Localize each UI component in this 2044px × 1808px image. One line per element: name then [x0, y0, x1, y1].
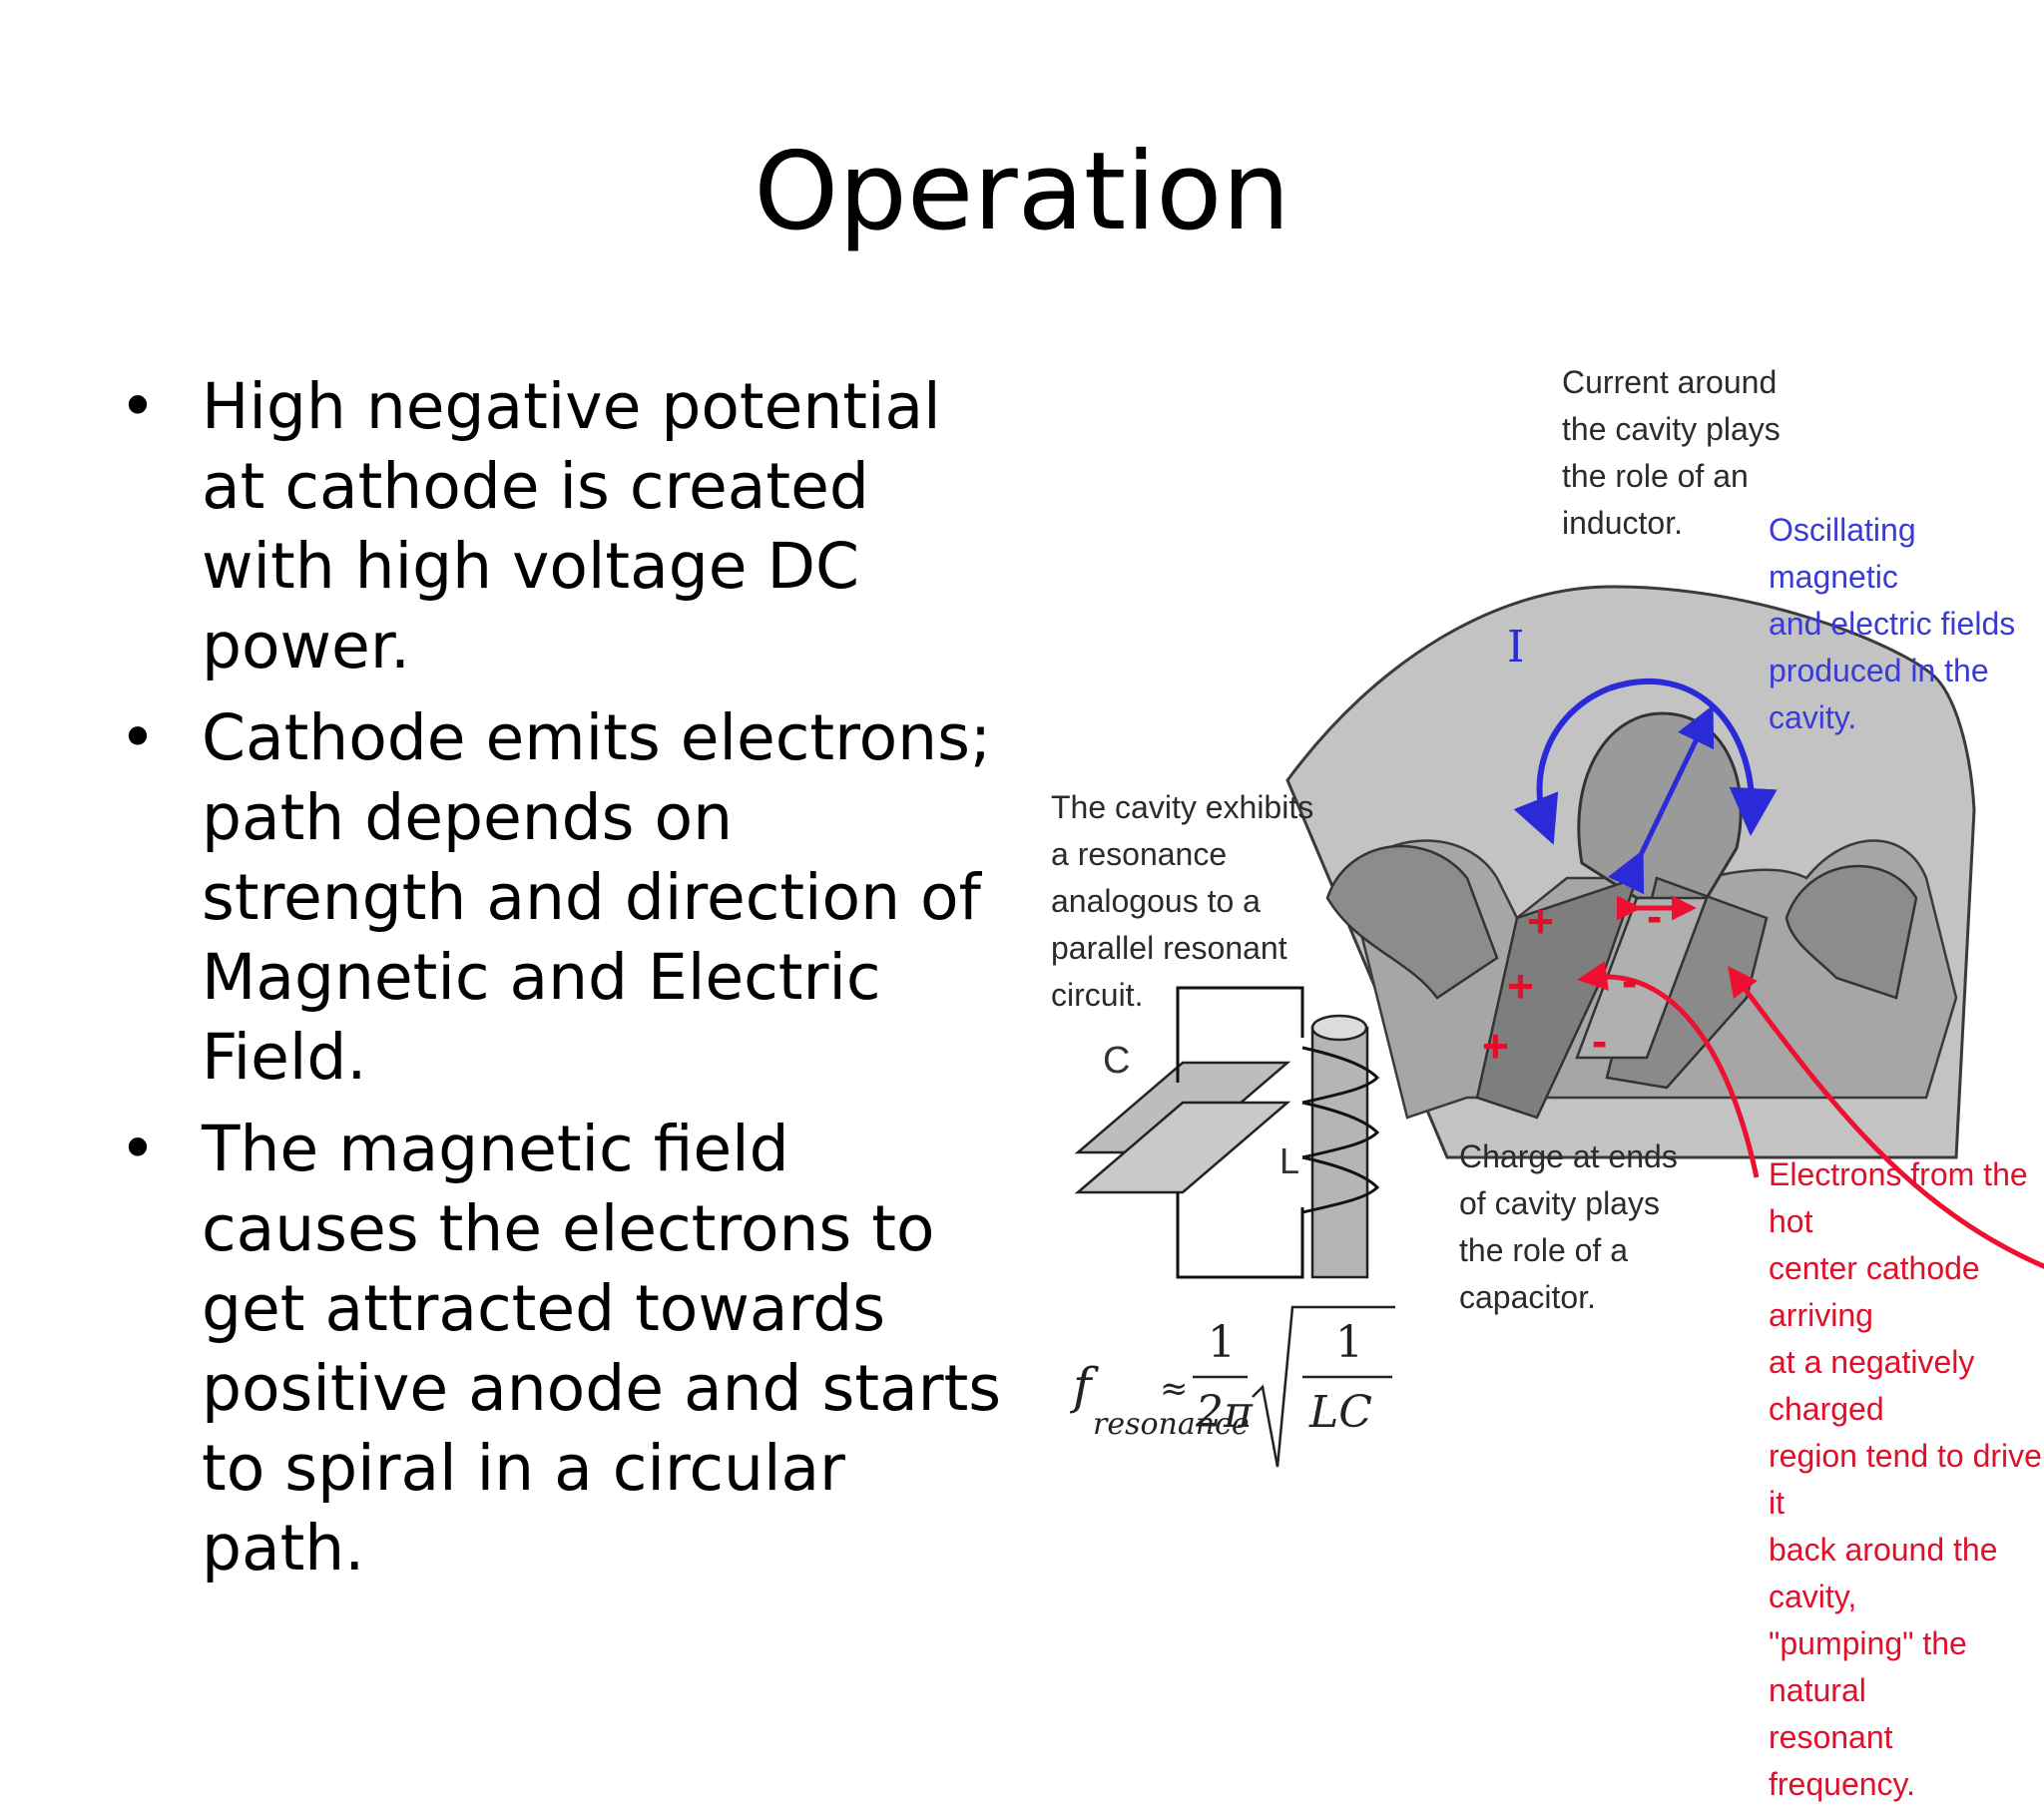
bullet-item: • High negative potential at cathode is … — [118, 367, 1016, 686]
right-scallop — [1785, 864, 1918, 1000]
bullet-text: High negative potential at cathode is cr… — [202, 370, 941, 682]
slide-title: Operation — [754, 130, 1290, 254]
field-double-arrow — [1608, 704, 1715, 895]
bullet-marker: • — [119, 370, 157, 443]
formula-approx: ≈ — [1160, 1369, 1189, 1409]
minus-sign: - — [1622, 955, 1638, 1007]
capacitor-symbol: C — [1103, 1040, 1131, 1082]
left-scallop — [1325, 844, 1499, 1000]
circuit-wire — [1176, 986, 1304, 1279]
formula-subscript: resonance — [1093, 1407, 1250, 1442]
cavity-note: The cavity exhibits a resonance analogou… — [1051, 789, 1314, 1013]
capacitor-plate-bottom — [1074, 1101, 1291, 1194]
bullet-text: The magnetic field causes the electrons … — [202, 1113, 1002, 1584]
charge-note: Charge at ends of cavity plays the role … — [1459, 1138, 1678, 1315]
current-arc-right — [1608, 678, 1778, 836]
fields-note: Oscillating magnetic and electric fields… — [1769, 512, 2016, 735]
formula-f: f — [1073, 1357, 1092, 1415]
minus-sign: - — [1592, 1015, 1608, 1067]
plus-sign: + — [1527, 895, 1554, 947]
magnetron-cavity-diagram: Current around the cavity plays the role… — [1048, 359, 2044, 1802]
bullet-item: • Cathode emits electrons; path depends … — [118, 698, 1016, 1098]
electrons-note: Electrons from the hot center cathode ar… — [1769, 1156, 2042, 1802]
electron-arrow-left — [1577, 961, 1760, 1178]
electron-arrow-right — [1728, 965, 2044, 1269]
inductor-symbol: L — [1279, 1140, 1300, 1181]
formula-den2: LC — [1309, 1387, 1372, 1438]
bullet-marker: • — [119, 701, 157, 774]
minus-sign: - — [1647, 890, 1663, 942]
current-symbol: I — [1507, 622, 1525, 673]
formula-den1: 2π — [1196, 1387, 1253, 1438]
formula-num2: 1 — [1335, 1317, 1363, 1368]
plus-sign: + — [1482, 1020, 1509, 1072]
bullet-list: • High negative potential at cathode is … — [118, 367, 1016, 1600]
bullet-text: Cathode emits electrons; path depends on… — [202, 701, 992, 1094]
bullet-item: • The magnetic field causes the electron… — [118, 1110, 1016, 1588]
current-note: Current around the cavity plays the role… — [1562, 364, 1781, 541]
formula-sqrt — [1252, 1305, 1395, 1468]
bullet-marker: • — [119, 1113, 157, 1185]
diagram-graphic — [1074, 585, 2044, 1468]
inductor-top — [1310, 1014, 1368, 1042]
current-arc-left — [1513, 685, 1611, 845]
plus-sign: + — [1507, 960, 1534, 1012]
formula-num1: 1 — [1208, 1317, 1236, 1368]
inductor-coil — [1301, 1046, 1380, 1214]
